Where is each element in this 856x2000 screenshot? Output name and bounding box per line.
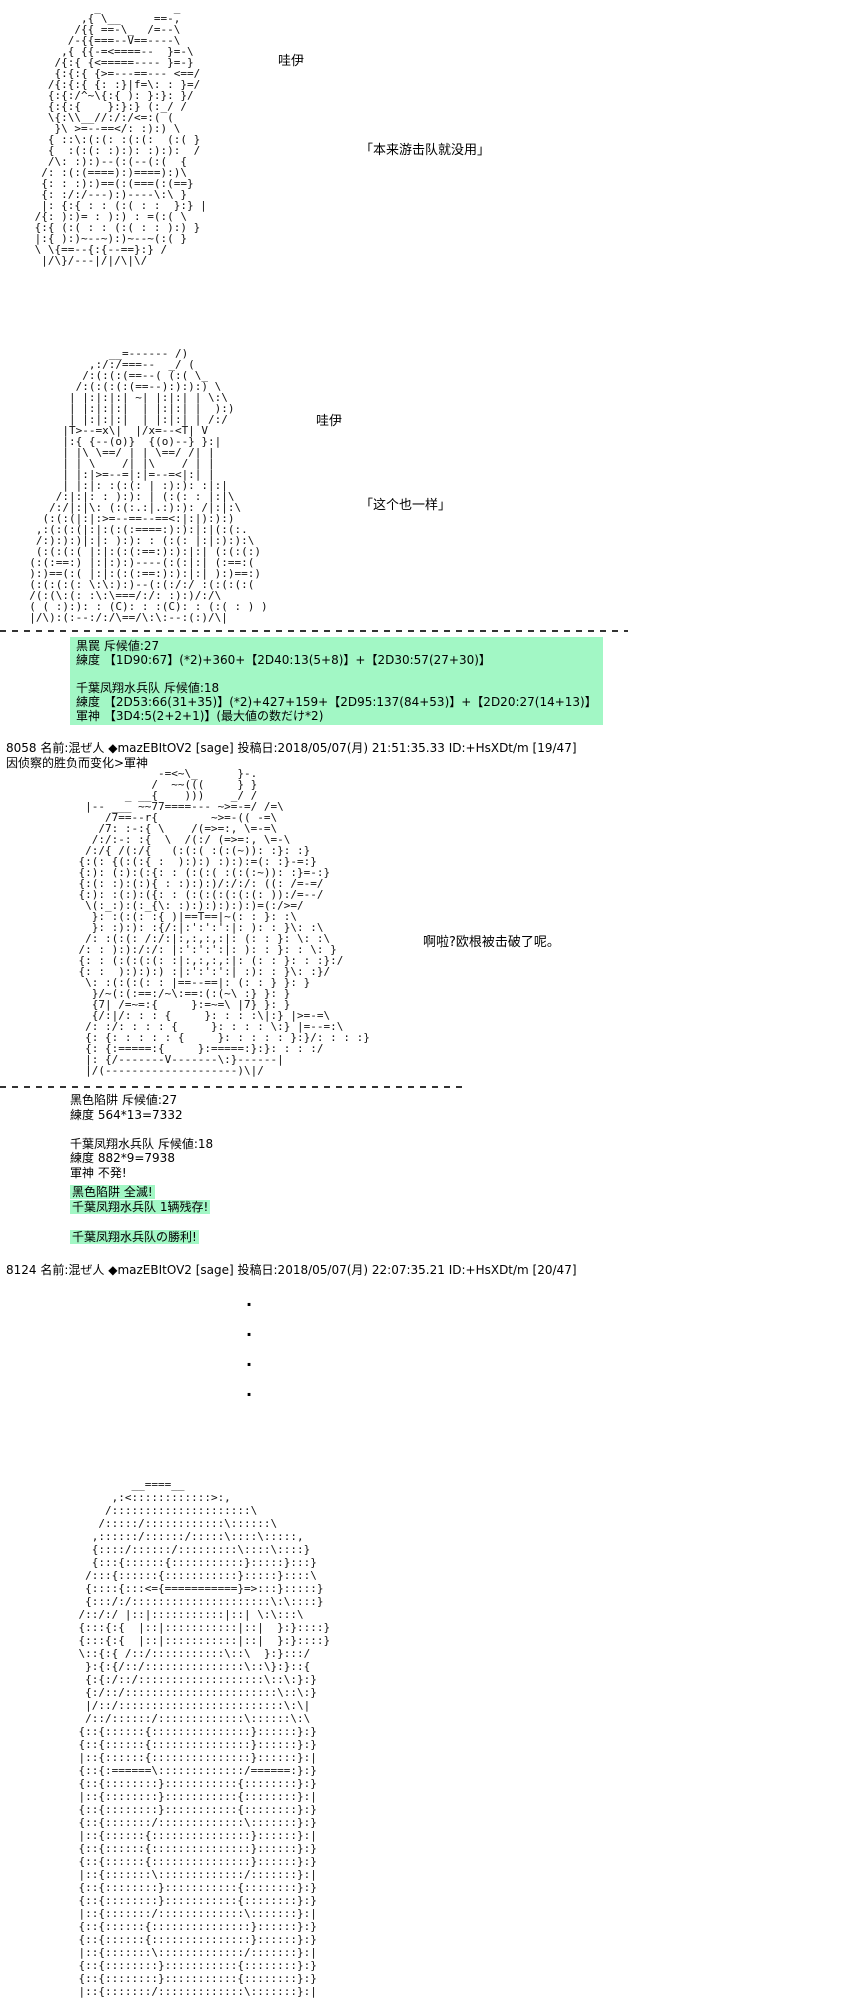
dialogue-line-3: 啊啦?欧根被击破了呢。 (423, 935, 560, 950)
post-8058-comment: 因侦察的胜负而变化>軍神 (6, 756, 149, 770)
outcome-line-2: 千葉凤翔水兵队 1辆残存! (70, 1200, 211, 1214)
battle-outcome-box: 黑色陷阱 全滅! 千葉凤翔水兵队 1辆残存! 千葉凤翔水兵队の勝利! (70, 1185, 211, 1245)
outcome-line-blank (70, 1215, 210, 1230)
battle-result-block: 黑色陷阱 斥候値:27 練度 564*13=7332 千葉凤翔水兵队 斥候値:1… (70, 1093, 214, 1180)
dashed-separator-1 (0, 630, 628, 632)
dialogue-name-2: 哇伊 (316, 414, 343, 429)
ascii-art-character-1: _ _ ,{ \__ ==-, /{{ ==-\_ /=--\ /-{{===-… (34, 1, 207, 267)
post-8058-header: 8058 名前:混ぜ人 ◆mazEBItOV2 [sage] 投稿日:2018/… (6, 741, 577, 755)
outcome-line-1: 黑色陷阱 全滅! (70, 1185, 155, 1199)
dialogue-line-2: 「这个也一样」 (360, 498, 452, 513)
dialogue-line-1: 「本来游击队就没用」 (360, 143, 491, 158)
ascii-art-character-4: __====__ ,:<::::::::::::>:, /:::::::::::… (78, 1478, 331, 1998)
ellipsis-dots: · · · · (246, 1295, 253, 1404)
dice-roll-highlight-box: 黒罠 斥候値:27 練度 【1D90:67】(*2)+360+【2D40:13(… (70, 637, 603, 725)
ascii-art-character-3: -=<~\_ }-. / ~~((( } } _ __{ ))) _/ / |-… (78, 767, 370, 1077)
post-8124-header: 8124 名前:混ぜ人 ◆mazEBItOV2 [sage] 投稿日:2018/… (6, 1263, 577, 1277)
outcome-line-3: 千葉凤翔水兵队の勝利! (70, 1230, 199, 1244)
dashed-separator-2 (0, 1086, 465, 1088)
ascii-art-character-2: __=------ /) ,:/:/===-- _/ ( /:(:(:(==--… (29, 347, 268, 624)
dialogue-name-1: 哇伊 (278, 54, 305, 69)
